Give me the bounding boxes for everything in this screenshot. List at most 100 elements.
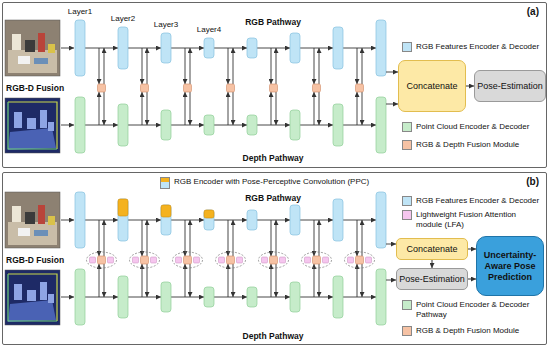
image-frame — [5, 192, 60, 248]
fusion-input-line — [99, 92, 100, 125]
legend-row: RGB & Depth Fusion Module — [402, 326, 519, 336]
depth-layer-bar — [247, 115, 257, 135]
fusion-module — [270, 84, 278, 92]
fusion-output-line — [190, 48, 191, 84]
fusion-input-line — [185, 48, 186, 84]
rgb-flow-arrow — [300, 220, 333, 221]
rgb-layer-bar — [247, 38, 257, 58]
depth-layer-bar — [161, 282, 171, 312]
fusion-input-line — [142, 92, 143, 125]
object — [18, 228, 30, 236]
fusion-label: RGB-D Fusion — [6, 255, 64, 266]
layer-label-holder: Layer1 — [68, 7, 92, 17]
legend-swatch — [402, 42, 412, 52]
depth-flow-arrow — [214, 297, 247, 298]
rgb-flow-arrow — [300, 48, 333, 49]
depth-layer-bar — [75, 97, 85, 153]
fusion-group-outline — [345, 252, 375, 268]
fusion-output-line — [362, 264, 363, 297]
fusion-module — [98, 256, 106, 264]
concatenate-box: Concatenate — [398, 60, 466, 112]
legend-text: Lightweight Fusion Attention module (LFA… — [416, 210, 544, 230]
fusion-output-line — [233, 264, 234, 297]
flow-arrow — [466, 86, 474, 87]
legend-swatch — [402, 326, 412, 336]
rgb-flow-arrow — [257, 48, 290, 49]
fusion-module — [227, 256, 235, 264]
fusion-label-holder: RGB-D Fusion — [6, 83, 64, 94]
fusion-output-line — [233, 48, 234, 84]
rgb-flow-arrow — [214, 220, 247, 221]
fusion-output-line — [276, 48, 277, 84]
fusion-module — [141, 256, 149, 264]
lfa-module — [262, 257, 268, 263]
box-label: Uncertainty-Aware Pose Prediction — [479, 250, 541, 283]
depth-layer-bar — [376, 269, 386, 325]
lfa-module — [194, 257, 200, 263]
fusion-output-line — [319, 220, 320, 256]
depth-flow-arrow — [128, 297, 161, 298]
object — [12, 206, 21, 222]
depth-object — [27, 290, 36, 301]
flow-arrow — [468, 249, 476, 250]
layer-label-holder: Layer4 — [197, 25, 221, 35]
fusion-group-outline — [173, 252, 203, 268]
fusion-input-line — [314, 264, 315, 297]
fusion-output-line — [233, 92, 234, 125]
lfa-module — [133, 257, 139, 263]
table-surface — [8, 50, 57, 73]
rgb-layer-bar — [118, 27, 128, 69]
fusion-output-line — [362, 220, 363, 256]
rgb-layer-bar — [75, 20, 85, 76]
rgb-layer-bar — [161, 33, 171, 63]
rgb-flow-arrow — [85, 220, 118, 221]
fusion-output-line — [147, 264, 148, 297]
fusion-module — [141, 84, 149, 92]
fusion-output-line — [104, 92, 105, 125]
fusion-input-line — [185, 92, 186, 125]
legend-swatch — [402, 140, 412, 150]
depth-object — [14, 284, 22, 300]
depth-flow-arrow — [300, 125, 333, 126]
object — [18, 56, 30, 64]
legend-text: Point Cloud Encoder & Decoder Pathway — [416, 300, 544, 320]
rgb-layer-bar — [376, 20, 386, 76]
fusion-output-line — [190, 92, 191, 125]
box-label: Concatenate — [406, 244, 457, 255]
fusion-input-line — [228, 48, 229, 84]
object — [38, 33, 45, 52]
lfa-module — [366, 257, 372, 263]
fusion-input-line — [228, 220, 229, 256]
box-label: Pose-Estimation — [399, 274, 465, 285]
fusion-input-line — [228, 92, 229, 125]
depth-layer-bar — [333, 276, 343, 318]
depth-layer-bar — [118, 276, 128, 318]
prediction-box: Uncertainty-Aware Pose Prediction — [476, 236, 544, 296]
layer-label: Layer4 — [197, 25, 221, 35]
object — [34, 58, 48, 64]
depth-flow-arrow — [128, 125, 161, 126]
image-frame — [5, 270, 60, 325]
lfa-module — [323, 257, 329, 263]
fusion-output-line — [147, 220, 148, 256]
ppc-cap — [118, 199, 128, 216]
rgb-flow-arrow — [343, 220, 376, 221]
legend-swatch — [402, 196, 412, 206]
depth-layer-bar — [290, 282, 300, 312]
depth-object — [40, 110, 47, 128]
layer-label: Layer2 — [111, 14, 135, 24]
rgb-flow-arrow — [214, 48, 247, 49]
fusion-input-line — [271, 48, 272, 84]
rgb-flow-arrow — [128, 48, 161, 49]
layer-label: Layer3 — [154, 20, 178, 30]
table-surface — [8, 222, 57, 245]
rgb-layer-bar — [204, 210, 214, 230]
input-arrow — [61, 48, 74, 49]
depth-flow-arrow — [214, 125, 247, 126]
depth-image — [5, 98, 60, 153]
layer-label-holder: Layer3 — [154, 20, 178, 30]
box-label: Pose-Estimation — [477, 81, 543, 92]
fusion-output-line — [233, 220, 234, 256]
